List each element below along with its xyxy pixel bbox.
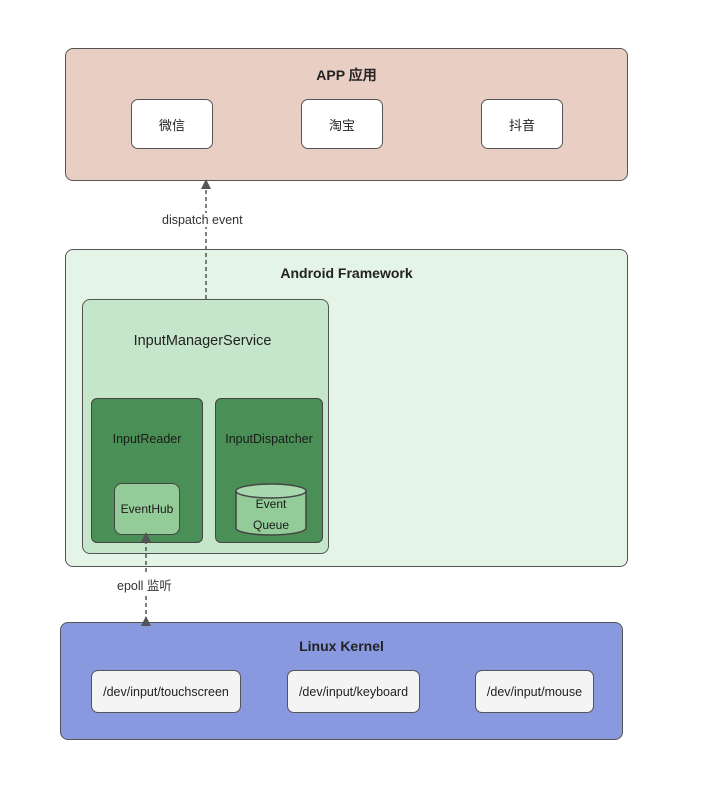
dispatch-event-label: dispatch event bbox=[160, 213, 245, 227]
input-dispatcher[interactable]: InputDispatcher Event Queue bbox=[215, 398, 323, 543]
device-touchscreen[interactable]: /dev/input/touchscreen bbox=[91, 670, 241, 713]
epoll-label: epoll 监听 bbox=[115, 575, 174, 594]
framework-layer-title: Android Framework bbox=[280, 265, 413, 281]
event-queue-line2: Queue bbox=[253, 518, 289, 532]
event-queue-cylinder[interactable]: Event Queue bbox=[235, 483, 307, 537]
app-douyin[interactable]: 抖音 bbox=[481, 99, 563, 149]
input-reader[interactable]: InputReader EventHub bbox=[91, 398, 203, 543]
linux-kernel-layer: Linux Kernel /dev/input/touchscreen /dev… bbox=[60, 622, 623, 740]
input-dispatcher-label: InputDispatcher bbox=[225, 432, 313, 446]
device-mouse[interactable]: /dev/input/mouse bbox=[475, 670, 594, 713]
input-manager-service: InputManagerService InputReader EventHub… bbox=[82, 299, 329, 554]
event-queue-line1: Event bbox=[256, 497, 287, 511]
input-reader-label: InputReader bbox=[112, 432, 182, 446]
device-keyboard[interactable]: /dev/input/keyboard bbox=[287, 670, 420, 713]
app-taobao[interactable]: 淘宝 bbox=[301, 99, 383, 149]
app-layer-title: APP 应用 bbox=[316, 67, 377, 83]
app-layer: APP 应用 微信 淘宝 抖音 bbox=[65, 48, 628, 181]
input-manager-service-title: InputManagerService bbox=[133, 333, 272, 349]
kernel-layer-title: Linux Kernel bbox=[299, 638, 384, 654]
app-wechat[interactable]: 微信 bbox=[131, 99, 213, 149]
eventhub[interactable]: EventHub bbox=[114, 483, 180, 535]
